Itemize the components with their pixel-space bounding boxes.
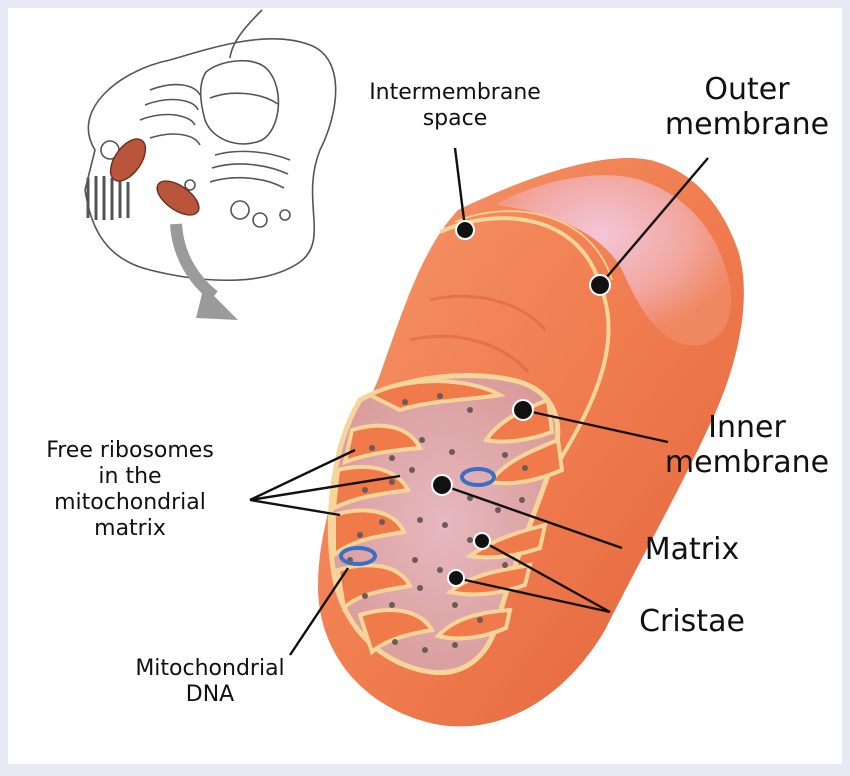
dot-matrix bbox=[433, 476, 451, 494]
label-intermembrane-space: Intermembrane space bbox=[340, 80, 570, 132]
nucleus bbox=[201, 61, 279, 144]
dot-inner bbox=[514, 401, 532, 419]
label-matrix: Matrix bbox=[612, 532, 772, 567]
label-outer-membrane: Outer membrane bbox=[652, 72, 842, 143]
dot-intermembrane bbox=[457, 222, 473, 238]
label-free-ribosomes: Free ribosomes in the mitochondrial matr… bbox=[10, 438, 250, 542]
label-mitochondrial-dna: Mitochondrial DNA bbox=[100, 656, 320, 708]
dot-outer bbox=[591, 276, 609, 294]
dot-cristae-1 bbox=[475, 534, 489, 548]
dot-cristae-2 bbox=[449, 571, 463, 585]
label-inner-membrane: Inner membrane bbox=[652, 410, 842, 481]
label-cristae: Cristae bbox=[612, 604, 772, 639]
